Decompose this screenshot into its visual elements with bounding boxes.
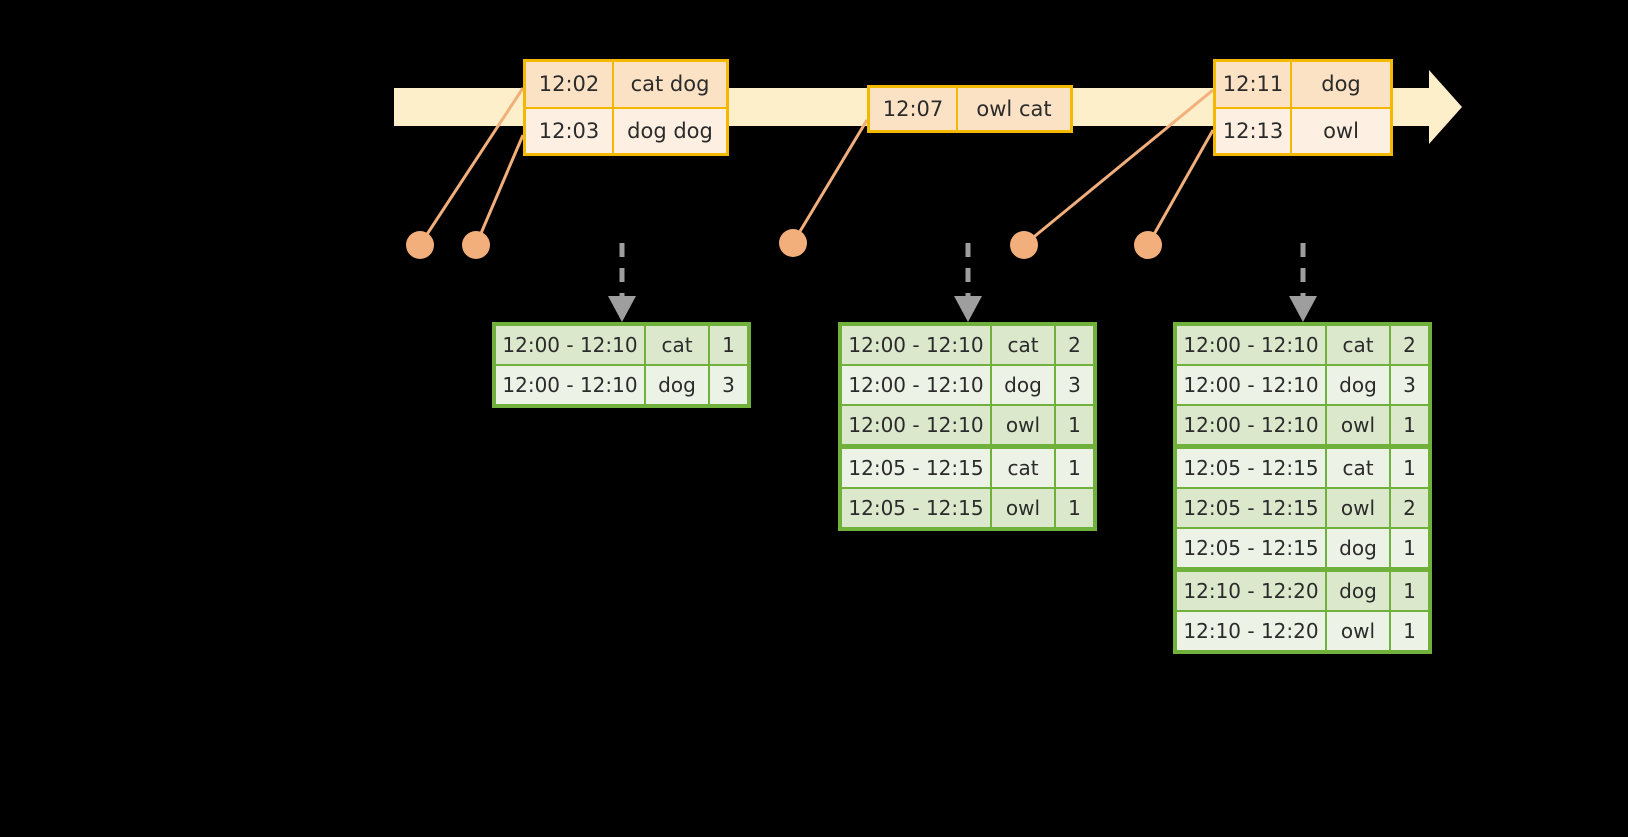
table-row: 12:05 - 12:15 owl 2 [1177,487,1428,527]
table-row: 12:05 - 12:15 dog 1 [1177,527,1428,567]
table-row: 12:00 - 12:10 cat 2 [1177,326,1428,364]
word-cell: cat [992,449,1056,487]
event-value: owl [1292,108,1390,153]
word-cell: cat [646,326,710,364]
count-cell: 1 [1391,449,1428,487]
count-cell: 1 [1056,406,1093,444]
word-cell: dog [1327,572,1391,610]
event-origin-dots [406,229,1162,259]
event-time: 12:11 [1216,62,1292,107]
count-cell: 1 [1056,449,1093,487]
event-row: 12:03 dog dog [526,106,726,153]
word-cell: cat [1327,449,1391,487]
event-box-3[interactable]: 12:11 dog 12:13 owl [1213,59,1393,156]
count-cell: 1 [1056,489,1093,527]
event-row: 12:13 owl [1216,106,1390,153]
table-row: 12:00 - 12:10 cat 1 [496,326,747,364]
count-cell: 3 [1391,366,1428,404]
event-time: 12:02 [526,62,614,107]
count-cell: 1 [1391,529,1428,567]
table-row: 12:10 - 12:20 owl 1 [1177,610,1428,650]
window-cell: 12:05 - 12:15 [1177,489,1327,527]
window-cell: 12:10 - 12:20 [1177,612,1327,650]
event-value: dog [1292,62,1390,107]
count-cell: 3 [710,366,747,404]
window-cell: 12:05 - 12:15 [1177,529,1327,567]
event-value: dog dog [614,108,726,153]
table-trigger-arrowheads [608,296,1317,322]
origin-dot-3 [779,229,807,257]
word-cell: dog [646,366,710,404]
count-cell: 2 [1391,326,1428,364]
word-cell: owl [992,406,1056,444]
table-row: 12:00 - 12:10 dog 3 [842,364,1093,404]
count-cell: 1 [710,326,747,364]
word-cell: cat [1327,326,1391,364]
event-box-1[interactable]: 12:02 cat dog 12:03 dog dog [523,59,729,156]
table-row: 12:00 - 12:10 owl 1 [842,404,1093,444]
window-cell: 12:00 - 12:10 [842,366,992,404]
window-cell: 12:00 - 12:10 [496,326,646,364]
event-box-2[interactable]: 12:07 owl cat [867,85,1073,133]
word-cell: dog [1327,366,1391,404]
window-cell: 12:05 - 12:15 [842,489,992,527]
window-cell: 12:00 - 12:10 [842,406,992,444]
origin-dot-1 [406,231,434,259]
event-row: 12:02 cat dog [526,62,726,107]
table-row: 12:05 - 12:15 cat 1 [842,444,1093,487]
table-row: 12:00 - 12:10 owl 1 [1177,404,1428,444]
origin-dot-5 [1134,231,1162,259]
origin-dot-2 [462,231,490,259]
event-row: 12:11 dog [1216,62,1390,107]
result-table-3: 12:00 - 12:10 cat 2 12:00 - 12:10 dog 3 … [1173,322,1432,654]
event-value: cat dog [614,62,726,107]
window-cell: 12:00 - 12:10 [842,326,992,364]
window-cell: 12:05 - 12:15 [1177,449,1327,487]
result-table-1: 12:00 - 12:10 cat 1 12:00 - 12:10 dog 3 [492,322,751,408]
count-cell: 2 [1056,326,1093,364]
word-cell: owl [1327,406,1391,444]
word-cell: dog [1327,529,1391,567]
table-row: 12:05 - 12:15 cat 1 [1177,444,1428,487]
word-cell: owl [992,489,1056,527]
table-row: 12:05 - 12:15 owl 1 [842,487,1093,527]
event-time: 12:13 [1216,108,1292,153]
window-cell: 12:10 - 12:20 [1177,572,1327,610]
window-cell: 12:00 - 12:10 [496,366,646,404]
table-row: 12:00 - 12:10 dog 3 [496,364,747,404]
origin-dot-4 [1010,231,1038,259]
word-cell: dog [992,366,1056,404]
table-row: 12:00 - 12:10 dog 3 [1177,364,1428,404]
window-cell: 12:00 - 12:10 [1177,366,1327,404]
table-row: 12:10 - 12:20 dog 1 [1177,567,1428,610]
count-cell: 3 [1056,366,1093,404]
table-row: 12:00 - 12:10 cat 2 [842,326,1093,364]
window-cell: 12:00 - 12:10 [1177,406,1327,444]
event-time: 12:07 [870,88,958,130]
word-cell: owl [1327,489,1391,527]
window-cell: 12:00 - 12:10 [1177,326,1327,364]
table-trigger-arrows [619,243,1306,300]
event-value: owl cat [958,88,1070,130]
count-cell: 1 [1391,406,1428,444]
window-cell: 12:05 - 12:15 [842,449,992,487]
count-cell: 1 [1391,572,1428,610]
count-cell: 1 [1391,612,1428,650]
event-time: 12:03 [526,108,614,153]
event-row: 12:07 owl cat [870,88,1070,130]
count-cell: 2 [1391,489,1428,527]
word-cell: owl [1327,612,1391,650]
word-cell: cat [992,326,1056,364]
result-table-2: 12:00 - 12:10 cat 2 12:00 - 12:10 dog 3 … [838,322,1097,531]
